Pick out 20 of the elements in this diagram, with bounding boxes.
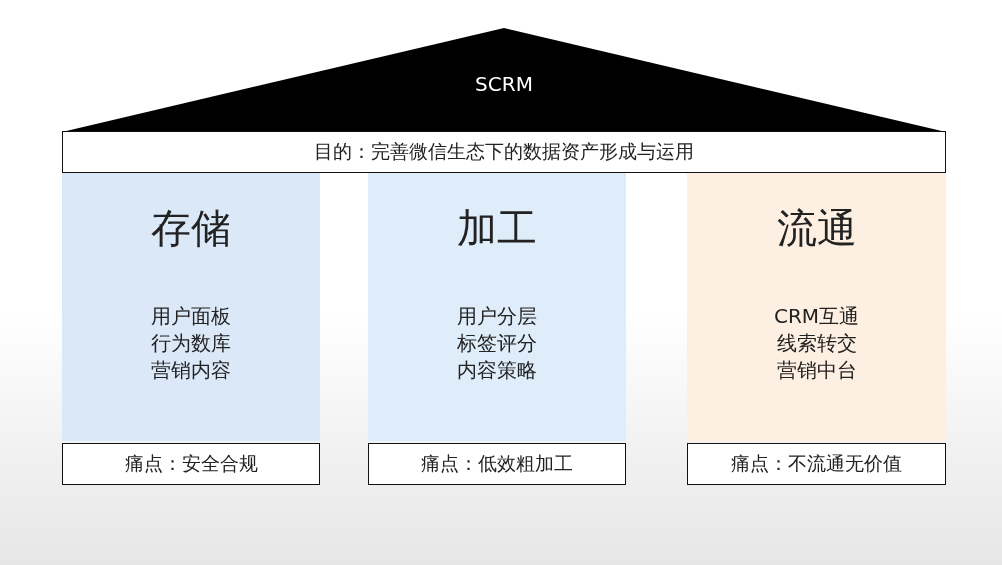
roof-title: SCRM (474, 72, 534, 96)
pillar-item: 营销内容 (150, 357, 232, 384)
pillar-panel (368, 173, 626, 441)
pillar-item: 标签评分 (456, 330, 538, 357)
pain-point-box: 痛点：低效粗加工 (368, 443, 626, 485)
pillar-panel (687, 173, 946, 441)
pain-point-box: 痛点：不流通无价值 (687, 443, 946, 485)
pillar-item: 用户分层 (456, 303, 538, 330)
pillar-item: 营销中台 (775, 357, 858, 384)
pillar-item: 线索转交 (775, 330, 858, 357)
pillar-heading: 加工 (456, 204, 538, 253)
pillar-heading: 存储 (150, 204, 232, 253)
pillar-item: 行为数库 (150, 330, 232, 357)
pain-point-box: 痛点：安全合规 (62, 443, 320, 485)
pillar-item: 内容策略 (456, 357, 538, 384)
pillar-item: 用户面板 (150, 303, 232, 330)
pillar-item: CRM互通 (772, 303, 861, 330)
pillar-heading: 流通 (775, 204, 858, 253)
purpose-bar: 目的：完善微信生态下的数据资产形成与运用 (62, 131, 946, 173)
pillar-panel (62, 173, 320, 441)
